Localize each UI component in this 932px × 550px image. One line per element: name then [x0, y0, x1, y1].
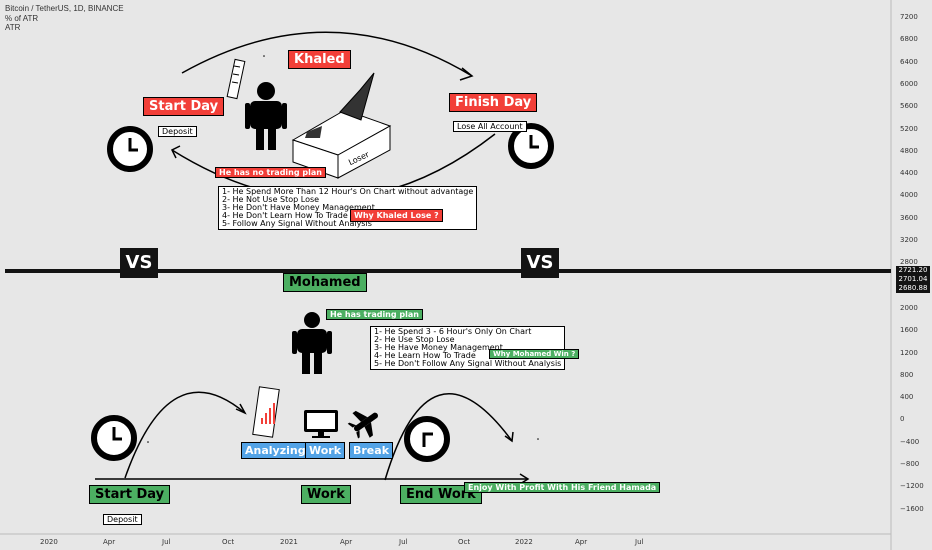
x-tick-label: Jul [162, 538, 171, 546]
symbol-title: Bitcoin / TetherUS, 1D, BINANCE [5, 4, 124, 13]
x-tick-label: Apr [103, 538, 116, 546]
x-tick-label: Apr [340, 538, 353, 546]
why-lose-label[interactable]: Why Khaled Lose ? [350, 209, 443, 222]
indicator-label[interactable]: % of ATR [5, 14, 39, 23]
work-blue-label[interactable]: Work [305, 442, 346, 459]
price-label: 2680.88 [896, 284, 930, 293]
work-label[interactable]: Work [301, 485, 351, 504]
mohamed-name-label[interactable]: Mohamed [283, 273, 367, 292]
vs-badge[interactable]: VS [521, 248, 559, 278]
enjoy-label[interactable]: Enjoy With Profit With His Friend Hamada [464, 482, 661, 493]
analytics-report-icon [252, 386, 280, 438]
y-tick-label: 2800 [900, 258, 918, 267]
x-tick-label: Jul [399, 538, 408, 546]
x-tick-label: Oct [458, 538, 471, 546]
list-item: 3- He Have Money Management [374, 343, 503, 352]
list-item: 5- Follow Any Signal Without Analysis [222, 219, 372, 228]
why-win-label[interactable]: Why Mohamed Win ? [489, 349, 580, 359]
y-tick-label: 6400 [900, 57, 918, 66]
monitor-icon [304, 410, 338, 438]
y-tick-label: 2000 [900, 303, 918, 312]
y-tick-label: 1200 [900, 348, 918, 357]
y-tick-label: 400 [900, 393, 914, 402]
arc-arrow [384, 393, 513, 481]
y-tick-label: −1200 [900, 482, 924, 491]
y-tick-label: −400 [900, 437, 920, 446]
y-tick-label: 1600 [900, 326, 918, 335]
price-label: 2721.20 [896, 266, 930, 275]
y-tick-label: 5200 [900, 124, 918, 133]
list-item: 4- He Learn How To Trade [374, 351, 476, 360]
clock-icon [91, 415, 137, 461]
x-tick-label: 2021 [280, 538, 298, 546]
y-tick-label: −1600 [900, 504, 924, 513]
y-tick-label: 5600 [900, 102, 918, 111]
indicator-label[interactable]: ATR [5, 23, 21, 32]
x-tick-label: Oct [222, 538, 235, 546]
analyzing-label[interactable]: Analyzing [241, 442, 310, 459]
mohamed-reasons-list[interactable]: 1- He Spend 3 - 6 Hour's Only On Chart 2… [370, 326, 566, 370]
list-item: 2- He Use Stop Lose [374, 335, 455, 344]
separator-line [5, 269, 891, 273]
clock-icon [107, 126, 153, 172]
top-arc-arrow [181, 31, 473, 77]
list-item: 1- He Spend 3 - 6 Hour's Only On Chart [374, 327, 532, 336]
start-day-label[interactable]: Start Day [143, 97, 225, 116]
x-tick-label: 2022 [515, 538, 533, 546]
y-tick-label: 6000 [900, 79, 918, 88]
list-item: 1- He Spend More Than 12 Hour's On Chart… [222, 187, 474, 196]
y-tick-label: 3600 [900, 213, 918, 222]
no-plan-label[interactable]: He has no trading plan [215, 167, 326, 178]
deposit-label[interactable]: Deposit [103, 514, 142, 525]
y-tick-label: 4000 [900, 191, 918, 200]
vs-badge[interactable]: VS [120, 248, 158, 278]
start-day-label[interactable]: Start Day [89, 485, 171, 504]
list-item: 4- He Don't Learn How To Trade [222, 211, 348, 220]
end-work-label[interactable]: End Work [400, 485, 482, 504]
y-tick-label: 4400 [900, 169, 918, 178]
person-icon [245, 82, 287, 150]
price-label: 2701.04 [896, 275, 930, 284]
x-tick-label: 2020 [40, 538, 58, 546]
y-tick-label: 0 [900, 415, 905, 424]
clock-icon [508, 123, 554, 169]
y-tick-label: −800 [900, 460, 920, 468]
khaled-name-label[interactable]: Khaled [288, 50, 351, 69]
clock-icon [404, 416, 450, 462]
airplane-icon [347, 410, 379, 439]
list-item: 5- He Don't Follow Any Signal Without An… [374, 359, 562, 368]
y-tick-label: 800 [900, 370, 914, 379]
y-tick-label: 4800 [900, 146, 918, 155]
khaled-reasons-list[interactable]: 1- He Spend More Than 12 Hour's On Chart… [218, 186, 478, 230]
has-plan-label[interactable]: He has trading plan [326, 309, 423, 320]
lose-all-label[interactable]: Lose All Account [453, 121, 527, 132]
checklist-icon [226, 58, 246, 100]
break-label[interactable]: Break [349, 442, 394, 459]
list-item: 3- He Don't Have Money Management [222, 203, 375, 212]
finish-day-label[interactable]: Finish Day [449, 93, 538, 112]
list-item: 2- He Not Use Stop Lose [222, 195, 320, 204]
y-tick-label: 6800 [900, 35, 918, 44]
x-tick-label: Apr [575, 538, 588, 546]
x-tick-label: Jul [635, 538, 644, 546]
desk-laptop-icon [291, 72, 392, 179]
y-tick-label: 3200 [900, 236, 918, 244]
arc-arrow [124, 391, 246, 479]
y-tick-label: 7200 [900, 13, 918, 21]
deposit-label[interactable]: Deposit [158, 126, 197, 137]
person-icon [292, 312, 332, 374]
